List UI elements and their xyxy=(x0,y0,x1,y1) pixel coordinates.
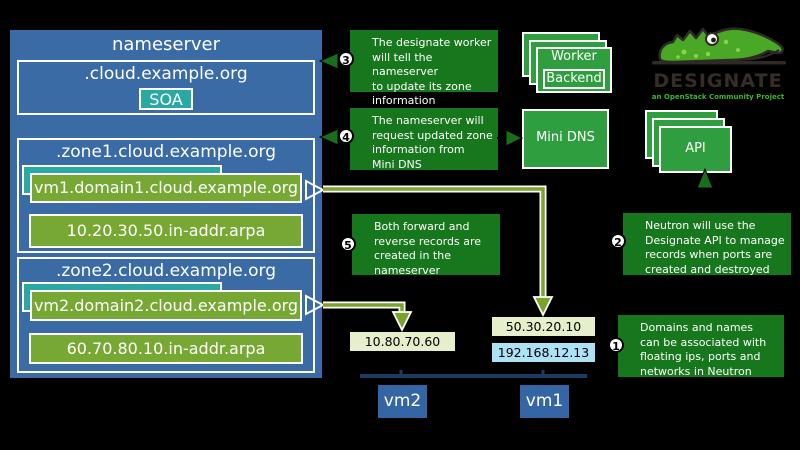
zone1-label: .zone1.cloud.example.org xyxy=(55,142,277,162)
designate-logo-subtitle: an OpenStack Community Project xyxy=(651,93,785,101)
arrow-step4-to-minidns-icon xyxy=(497,129,524,147)
step1-number-badge: 1 xyxy=(608,337,624,353)
zone2-forward-record: vm2.domain2.cloud.example.org xyxy=(30,290,302,321)
vm1-box: vm1 xyxy=(520,385,569,418)
zone2-reverse-record: 60.70.80.10.in-addr.arpa xyxy=(29,333,303,364)
root-zone-box: .cloud.example.org SOA xyxy=(17,60,315,115)
step2-note: Neutron will use the Designate API to ma… xyxy=(623,213,791,276)
worker-label: Worker xyxy=(551,49,597,64)
designate-logo: DESIGNATE an OpenStack Community Project xyxy=(640,12,796,107)
vm2-floating-ip-label: 10.80.70.60 xyxy=(350,332,455,351)
api-box: API xyxy=(659,126,732,173)
zone1-box: .zone1.cloud.example.org vm1.domain1.clo… xyxy=(17,138,315,253)
vm1-fixed-ip-label: 192.168.12.13 xyxy=(492,343,595,362)
step3-note: The designate worker will tell the names… xyxy=(350,30,498,107)
step4-number-badge: 4 xyxy=(338,128,354,144)
designate-crocodile-icon xyxy=(652,27,786,65)
worker-box: Worker Backend xyxy=(536,47,612,93)
vm2-box: vm2 xyxy=(378,385,427,418)
zone2-box: .zone2.cloud.example.org vm2.domain2.clo… xyxy=(17,257,315,373)
network-segment-line xyxy=(360,370,587,378)
designate-logo-title: DESIGNATE xyxy=(653,70,783,92)
step3-number-badge: 3 xyxy=(338,51,354,67)
mini-dns-box: Mini DNS xyxy=(522,109,609,169)
zone1-forward-record: vm1.domain1.cloud.example.org xyxy=(30,173,302,203)
worker-backend-box: Backend xyxy=(543,69,605,89)
zone2-label: .zone2.cloud.example.org xyxy=(55,261,277,281)
vm1-floating-ip-label: 50.30.20.10 xyxy=(492,317,595,336)
step1-note: Domains and names can be associated with… xyxy=(618,315,784,378)
root-zone-label: .cloud.example.org xyxy=(84,64,248,84)
step2-number-badge: 2 xyxy=(610,233,626,249)
zone1-reverse-record: 10.20.30.50.in-addr.arpa xyxy=(29,214,303,248)
step5-note: Both forward and reverse records are cre… xyxy=(352,214,500,277)
soa-badge: SOA xyxy=(139,88,193,110)
step5-number-badge: 5 xyxy=(340,236,356,252)
arrow-step2-to-api-icon xyxy=(696,167,714,212)
step4-note: The nameserver will request updated zone… xyxy=(350,108,498,171)
nameserver-box: nameserver .cloud.example.org SOA .zone1… xyxy=(10,30,322,378)
nameserver-title: nameserver xyxy=(111,34,221,55)
